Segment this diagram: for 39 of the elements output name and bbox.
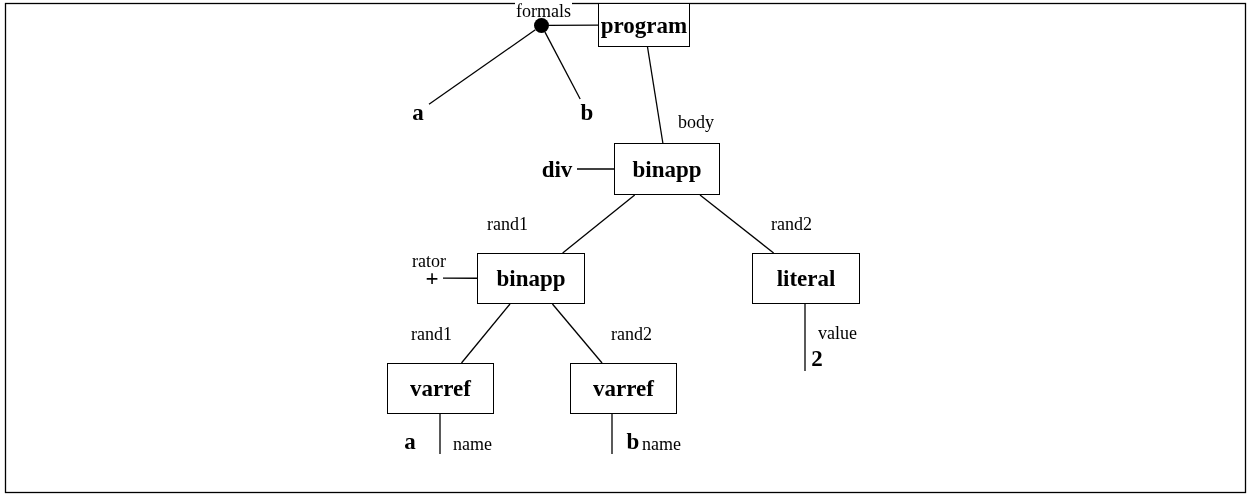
node-text: literal	[776, 267, 836, 290]
node-text: varref	[410, 377, 471, 400]
node-text: program	[600, 13, 688, 37]
edge-label: rand1	[486, 215, 529, 233]
node-box	[752, 253, 860, 304]
edge-label: value	[817, 324, 858, 342]
node-text: b	[626, 429, 640, 453]
node-box	[477, 253, 585, 304]
node-text: binapp	[496, 267, 566, 290]
connector-line	[442, 277, 478, 279]
edge-label: body	[677, 113, 715, 131]
node-box	[387, 363, 494, 414]
edge-label: rand1	[410, 325, 453, 343]
node-text: binapp	[632, 157, 702, 181]
junction-dot	[534, 18, 549, 33]
connector-line	[428, 29, 536, 105]
connector-line	[804, 303, 806, 372]
edge-label: rand2	[770, 215, 813, 233]
connector-line	[611, 413, 613, 455]
node-box	[614, 143, 720, 195]
connector-line	[551, 303, 603, 364]
connector-line	[562, 194, 636, 254]
edge-label: formals	[515, 2, 572, 20]
node-text: 2	[811, 346, 823, 370]
connector-line	[544, 31, 581, 100]
node-text: b	[580, 100, 594, 124]
node-box	[570, 363, 677, 414]
connector-line	[439, 413, 441, 455]
node-text: a	[412, 100, 424, 124]
connector-line	[646, 46, 664, 144]
node-box	[598, 3, 690, 47]
connector-line	[460, 303, 511, 364]
node-text: a	[404, 429, 416, 453]
edge-label: rand2	[610, 325, 653, 343]
connector-line	[576, 168, 615, 170]
node-text: div	[541, 157, 573, 181]
connector-line	[548, 24, 599, 27]
node-text: varref	[593, 377, 654, 400]
connector-line	[699, 194, 775, 254]
